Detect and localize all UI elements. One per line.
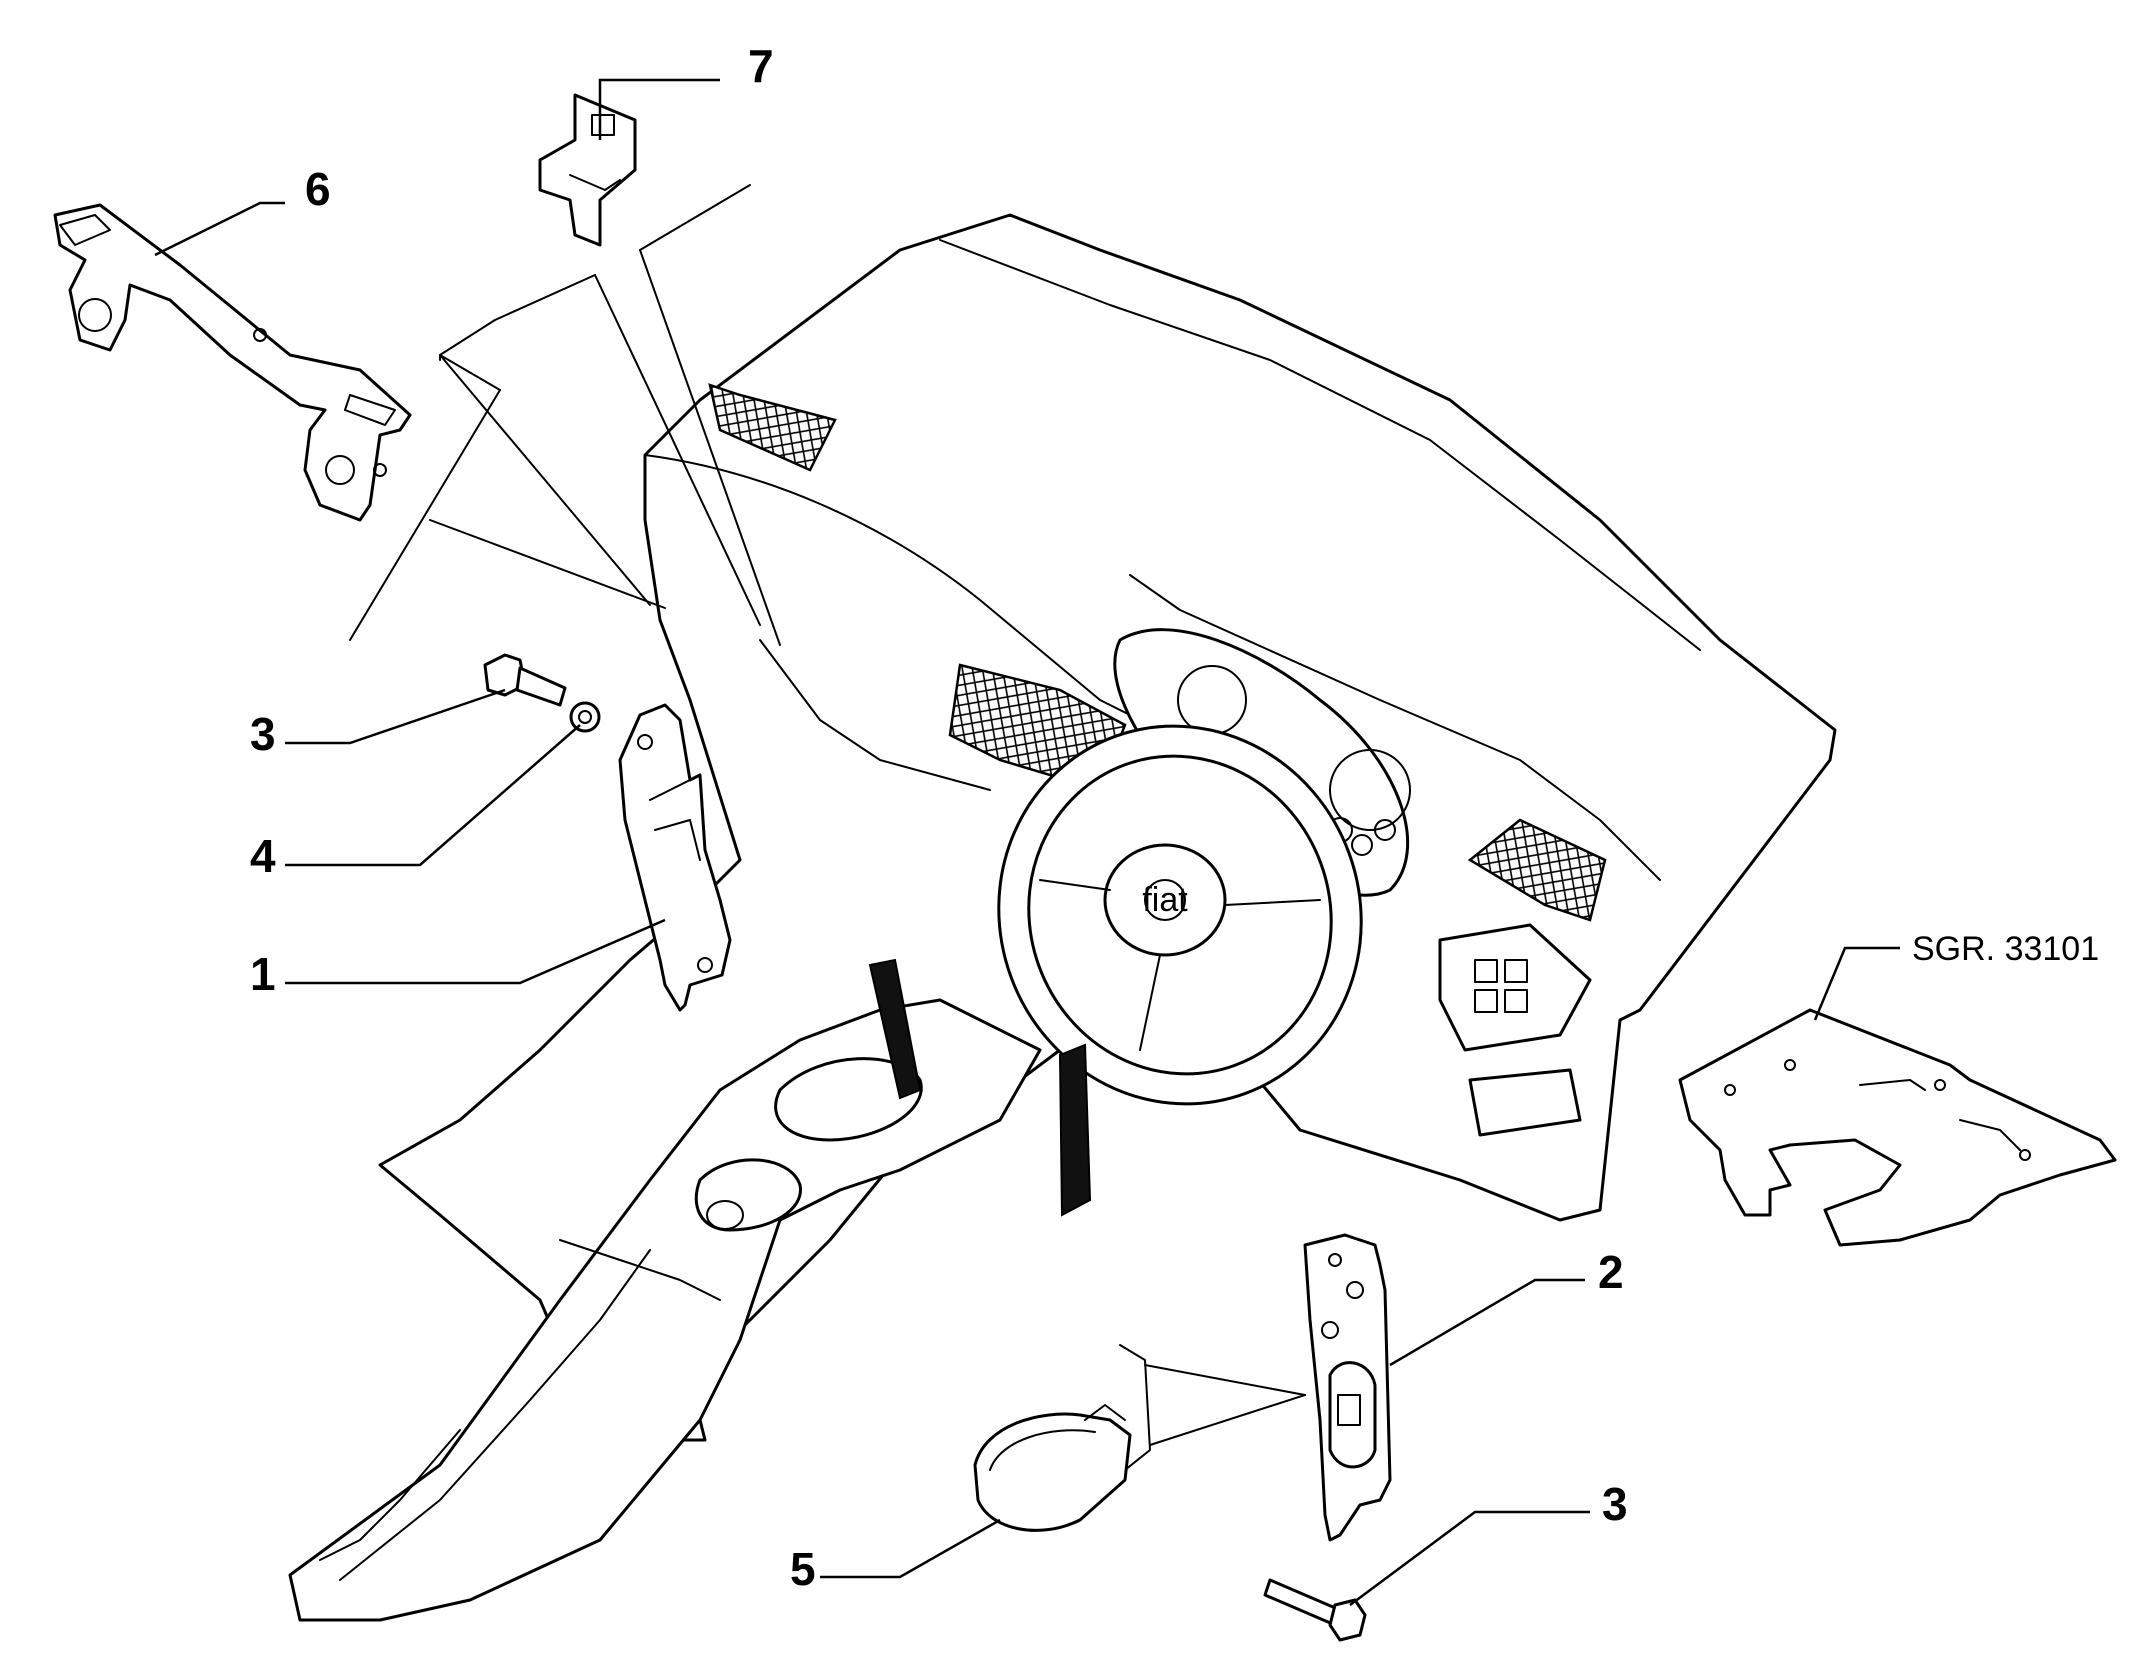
callout-1: 1: [250, 948, 276, 1000]
sgr-reference-plate: [1678, 1008, 2117, 1247]
callout-3-upper: 3: [250, 708, 276, 760]
part-3-bolt-lower: [1263, 1578, 1367, 1642]
callout-3-lower: 3: [1602, 1478, 1628, 1530]
callout-labels: 7 6 3 4 1 2 3 5 SGR. 33101: [250, 40, 2099, 1595]
console-trim-strip-right: [1058, 1043, 1092, 1217]
callout-6: 6: [305, 163, 331, 215]
centre-console: [288, 998, 1042, 1622]
svg-text:fiat: fiat: [1142, 881, 1188, 919]
part-7-clip-bracket: [538, 93, 637, 247]
part-4-nut: [569, 701, 601, 733]
part-5-oval-insert: [973, 1404, 1132, 1532]
wheel-badge: fiat: [1142, 879, 1188, 921]
callout-2: 2: [1598, 1246, 1624, 1298]
callout-5: 5: [790, 1543, 816, 1595]
part-1-vertical-bracket: [618, 703, 732, 1012]
console-trim-strip-left: [868, 958, 922, 1100]
vent-grille-right: [1467, 818, 1607, 922]
vent-grille-left: [708, 383, 837, 472]
callout-7: 7: [748, 40, 774, 92]
part-3-bolt-upper: [483, 653, 567, 707]
exploded-view-lines: [349, 184, 1306, 1471]
part-6-long-bracket: [53, 203, 412, 522]
sgr-reference-label: SGR. 33101: [1912, 930, 2099, 968]
switch-panel: [1438, 923, 1592, 1137]
part-2-column-bracket: [1303, 1233, 1392, 1542]
leader-lines: [154, 78, 1900, 1607]
callout-4: 4: [250, 830, 276, 882]
steering-wheel: fiat: [997, 724, 1363, 1106]
